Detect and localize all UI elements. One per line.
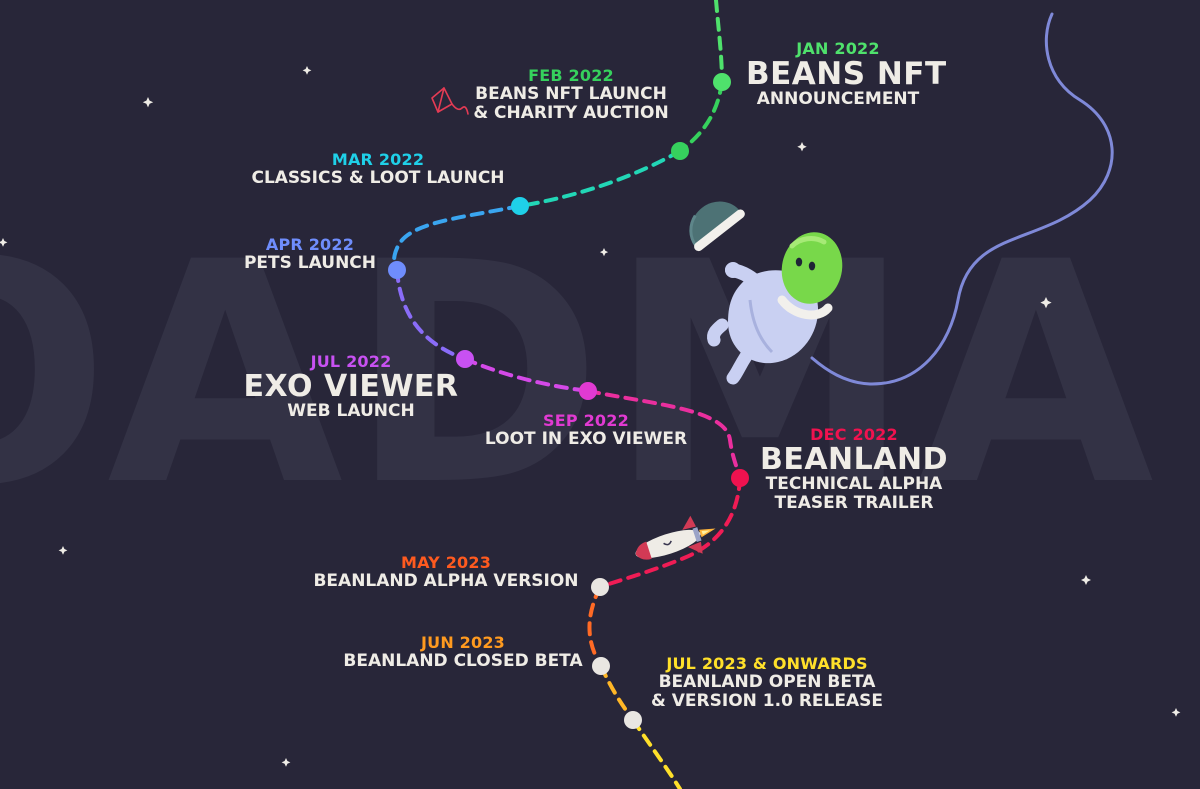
milestone-date: JUL 2023 & ONWARDS xyxy=(666,654,868,673)
timeline-segment xyxy=(587,585,603,668)
timeline-segment xyxy=(518,149,682,208)
milestone-mar-2022: MAR 2022 CLASSICS & LOOT LAUNCH xyxy=(245,151,511,188)
milestone-dot xyxy=(388,261,406,279)
milestone-jun-2023: JUN 2023 BEANLAND CLOSED BETA xyxy=(338,634,588,671)
star-icon xyxy=(1081,575,1091,585)
timeline-segment xyxy=(714,0,724,84)
milestone-date: JUL 2022 xyxy=(310,352,392,371)
milestone-dot xyxy=(579,382,597,400)
milestone-title: EXO VIEWER xyxy=(243,368,459,404)
star-icon xyxy=(302,66,312,75)
milestone-jul-2023: JUL 2023 & ONWARDS BEANLAND OPEN BETA & … xyxy=(648,655,886,711)
milestone-subtitle: WEB LAUNCH xyxy=(287,401,415,422)
milestone-dec-2022: DEC 2022 BEANLAND TECHNICAL ALPHA TEASER… xyxy=(756,426,952,513)
timeline-segment xyxy=(599,664,635,722)
milestone-may-2023: MAY 2023 BEANLAND ALPHA VERSION xyxy=(308,554,584,591)
milestone-jul-2022: JUL 2022 EXO VIEWER WEB LAUNCH xyxy=(240,353,462,421)
tether-rope xyxy=(810,12,1114,386)
star-icon xyxy=(0,238,8,247)
kite-icon xyxy=(431,87,469,115)
timeline-segment xyxy=(463,357,590,393)
timeline-segment xyxy=(586,389,742,480)
milestone-line: BEANLAND OPEN BETA xyxy=(658,671,876,692)
milestone-title: BEANS NFT xyxy=(746,55,947,92)
milestone-apr-2022: APR 2022 PETS LAUNCH xyxy=(238,236,382,273)
helmet-icon xyxy=(689,201,745,252)
milestone-sep-2022: SEP 2022 LOOT IN EXO VIEWER xyxy=(478,412,694,449)
milestone-dot xyxy=(713,73,731,91)
milestone-dot xyxy=(456,350,474,368)
milestone-dot xyxy=(671,142,689,160)
milestone-title: BEANLAND xyxy=(759,441,949,477)
milestone-line: CLASSICS & LOOT LAUNCH xyxy=(251,167,505,188)
milestone-line: LOOT IN EXO VIEWER xyxy=(484,428,688,449)
milestone-line: TECHNICAL ALPHA xyxy=(765,474,943,495)
star-icon xyxy=(797,142,807,152)
timeline-segment xyxy=(631,718,682,789)
milestone-line: TEASER TRAILER xyxy=(774,493,934,514)
milestone-line: PETS LAUNCH xyxy=(243,252,377,273)
milestone-jan-2022: JAN 2022 BEANS NFT ANNOUNCEMENT xyxy=(746,39,947,110)
milestone-feb-2022: FEB 2022 BEANS NFT LAUNCH & CHARITY AUCT… xyxy=(470,67,672,123)
milestone-date: MAY 2023 xyxy=(400,553,492,572)
timeline-segment xyxy=(395,268,467,361)
timeline-segment xyxy=(392,204,522,272)
rocket-icon xyxy=(635,515,716,560)
milestone-date: JAN 2022 xyxy=(796,39,880,58)
astronaut-bean xyxy=(707,232,843,385)
milestone-line: BEANLAND CLOSED BETA xyxy=(343,650,583,671)
milestone-dot xyxy=(591,578,609,596)
timeline-segment xyxy=(598,476,742,589)
milestone-line: BEANLAND ALPHA VERSION xyxy=(313,570,579,591)
star-icon xyxy=(1040,297,1052,309)
star-icon xyxy=(599,248,609,257)
star-icon xyxy=(281,758,291,767)
timeline-segment xyxy=(678,80,724,153)
star-icon xyxy=(142,97,154,108)
stars xyxy=(0,66,1181,767)
milestone-dot xyxy=(592,657,610,675)
milestone-line: BEANS NFT LAUNCH xyxy=(475,83,667,104)
timeline-dots xyxy=(388,73,749,729)
milestone-dot xyxy=(511,197,529,215)
milestone-subtitle: ANNOUNCEMENT xyxy=(756,89,920,110)
milestone-date: SEP 2022 xyxy=(543,411,629,430)
milestone-date: MAR 2022 xyxy=(331,150,425,169)
milestone-line: & VERSION 1.0 RELEASE xyxy=(651,690,883,711)
milestone-date: JUN 2023 xyxy=(420,633,506,652)
milestone-dot xyxy=(731,469,749,487)
star-icon xyxy=(58,546,68,555)
milestone-line: & CHARITY AUCTION xyxy=(473,102,669,123)
milestone-date: DEC 2022 xyxy=(810,425,898,444)
milestone-dot xyxy=(624,711,642,729)
milestone-date: APR 2022 xyxy=(265,235,355,254)
milestone-date: FEB 2022 xyxy=(528,66,614,85)
star-icon xyxy=(1171,708,1181,717)
